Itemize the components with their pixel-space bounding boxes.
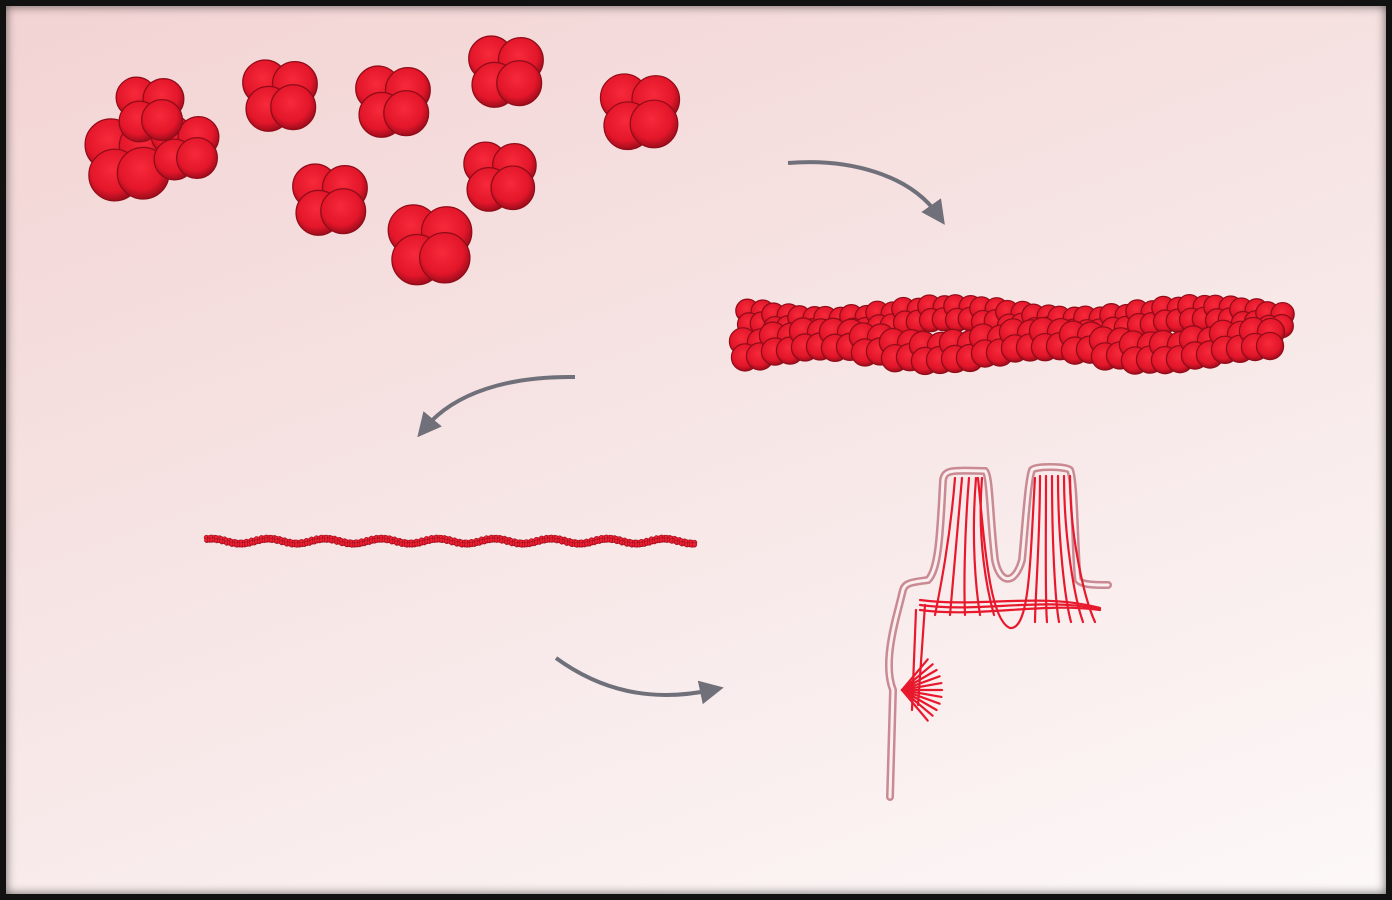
actin-fiber xyxy=(900,658,929,692)
actin-fiber xyxy=(918,603,1102,611)
actin-fiber xyxy=(918,606,1102,614)
actin-monomer xyxy=(242,59,318,132)
actin-fiber xyxy=(1062,474,1085,624)
diagram-panel xyxy=(6,6,1386,894)
arrow-2 xyxy=(417,374,576,438)
actin-fiber xyxy=(1068,474,1097,624)
actin-monomer xyxy=(115,76,185,143)
actin-fiber xyxy=(1044,474,1049,624)
thin-filament-subunit xyxy=(523,539,533,548)
actin-fiber xyxy=(900,688,943,698)
actin-fiber xyxy=(948,476,964,617)
actin-monomer xyxy=(150,114,220,181)
actin-monomer xyxy=(463,141,537,212)
actin-fiber xyxy=(900,688,941,705)
actin-fiber xyxy=(976,476,1037,630)
actin-fiber xyxy=(963,476,971,617)
actin-monomer xyxy=(468,35,544,108)
actin-monomer xyxy=(292,163,368,236)
thin-filament-subunit xyxy=(468,539,478,548)
actin-fiber xyxy=(900,668,938,692)
actin-fiber xyxy=(900,688,934,717)
cell-membrane-inner xyxy=(887,465,1110,799)
actin-fiber xyxy=(900,682,943,692)
monomer-group xyxy=(84,35,681,286)
arrow-1 xyxy=(787,160,945,225)
actin-fiber xyxy=(900,663,934,692)
arrow-group xyxy=(417,160,945,705)
actin-fiber xyxy=(900,688,929,722)
thin-filament-subunit xyxy=(248,537,258,546)
actin-fibers xyxy=(900,474,1102,722)
actin-fiber xyxy=(900,688,938,712)
thin-filament-subunit xyxy=(628,539,638,548)
actin-monomer xyxy=(387,204,473,286)
actin-monomer xyxy=(355,65,431,138)
actin-monomer xyxy=(599,73,681,151)
filament-subunit-front xyxy=(1238,316,1286,362)
actin-fiber xyxy=(916,603,927,707)
actin-fiber xyxy=(1033,474,1042,624)
actin-fiber xyxy=(1050,474,1061,624)
thin-filament-subunit xyxy=(688,539,698,548)
cell-protrusion-illustration xyxy=(885,463,1112,801)
arrow-3 xyxy=(554,656,724,705)
actin-fiber xyxy=(918,598,1102,610)
thick-filament xyxy=(728,293,1295,376)
actin-fiber xyxy=(900,675,941,692)
actin-fiber xyxy=(972,476,982,617)
actin-fiber xyxy=(1056,474,1073,624)
thin-filament xyxy=(203,534,698,548)
